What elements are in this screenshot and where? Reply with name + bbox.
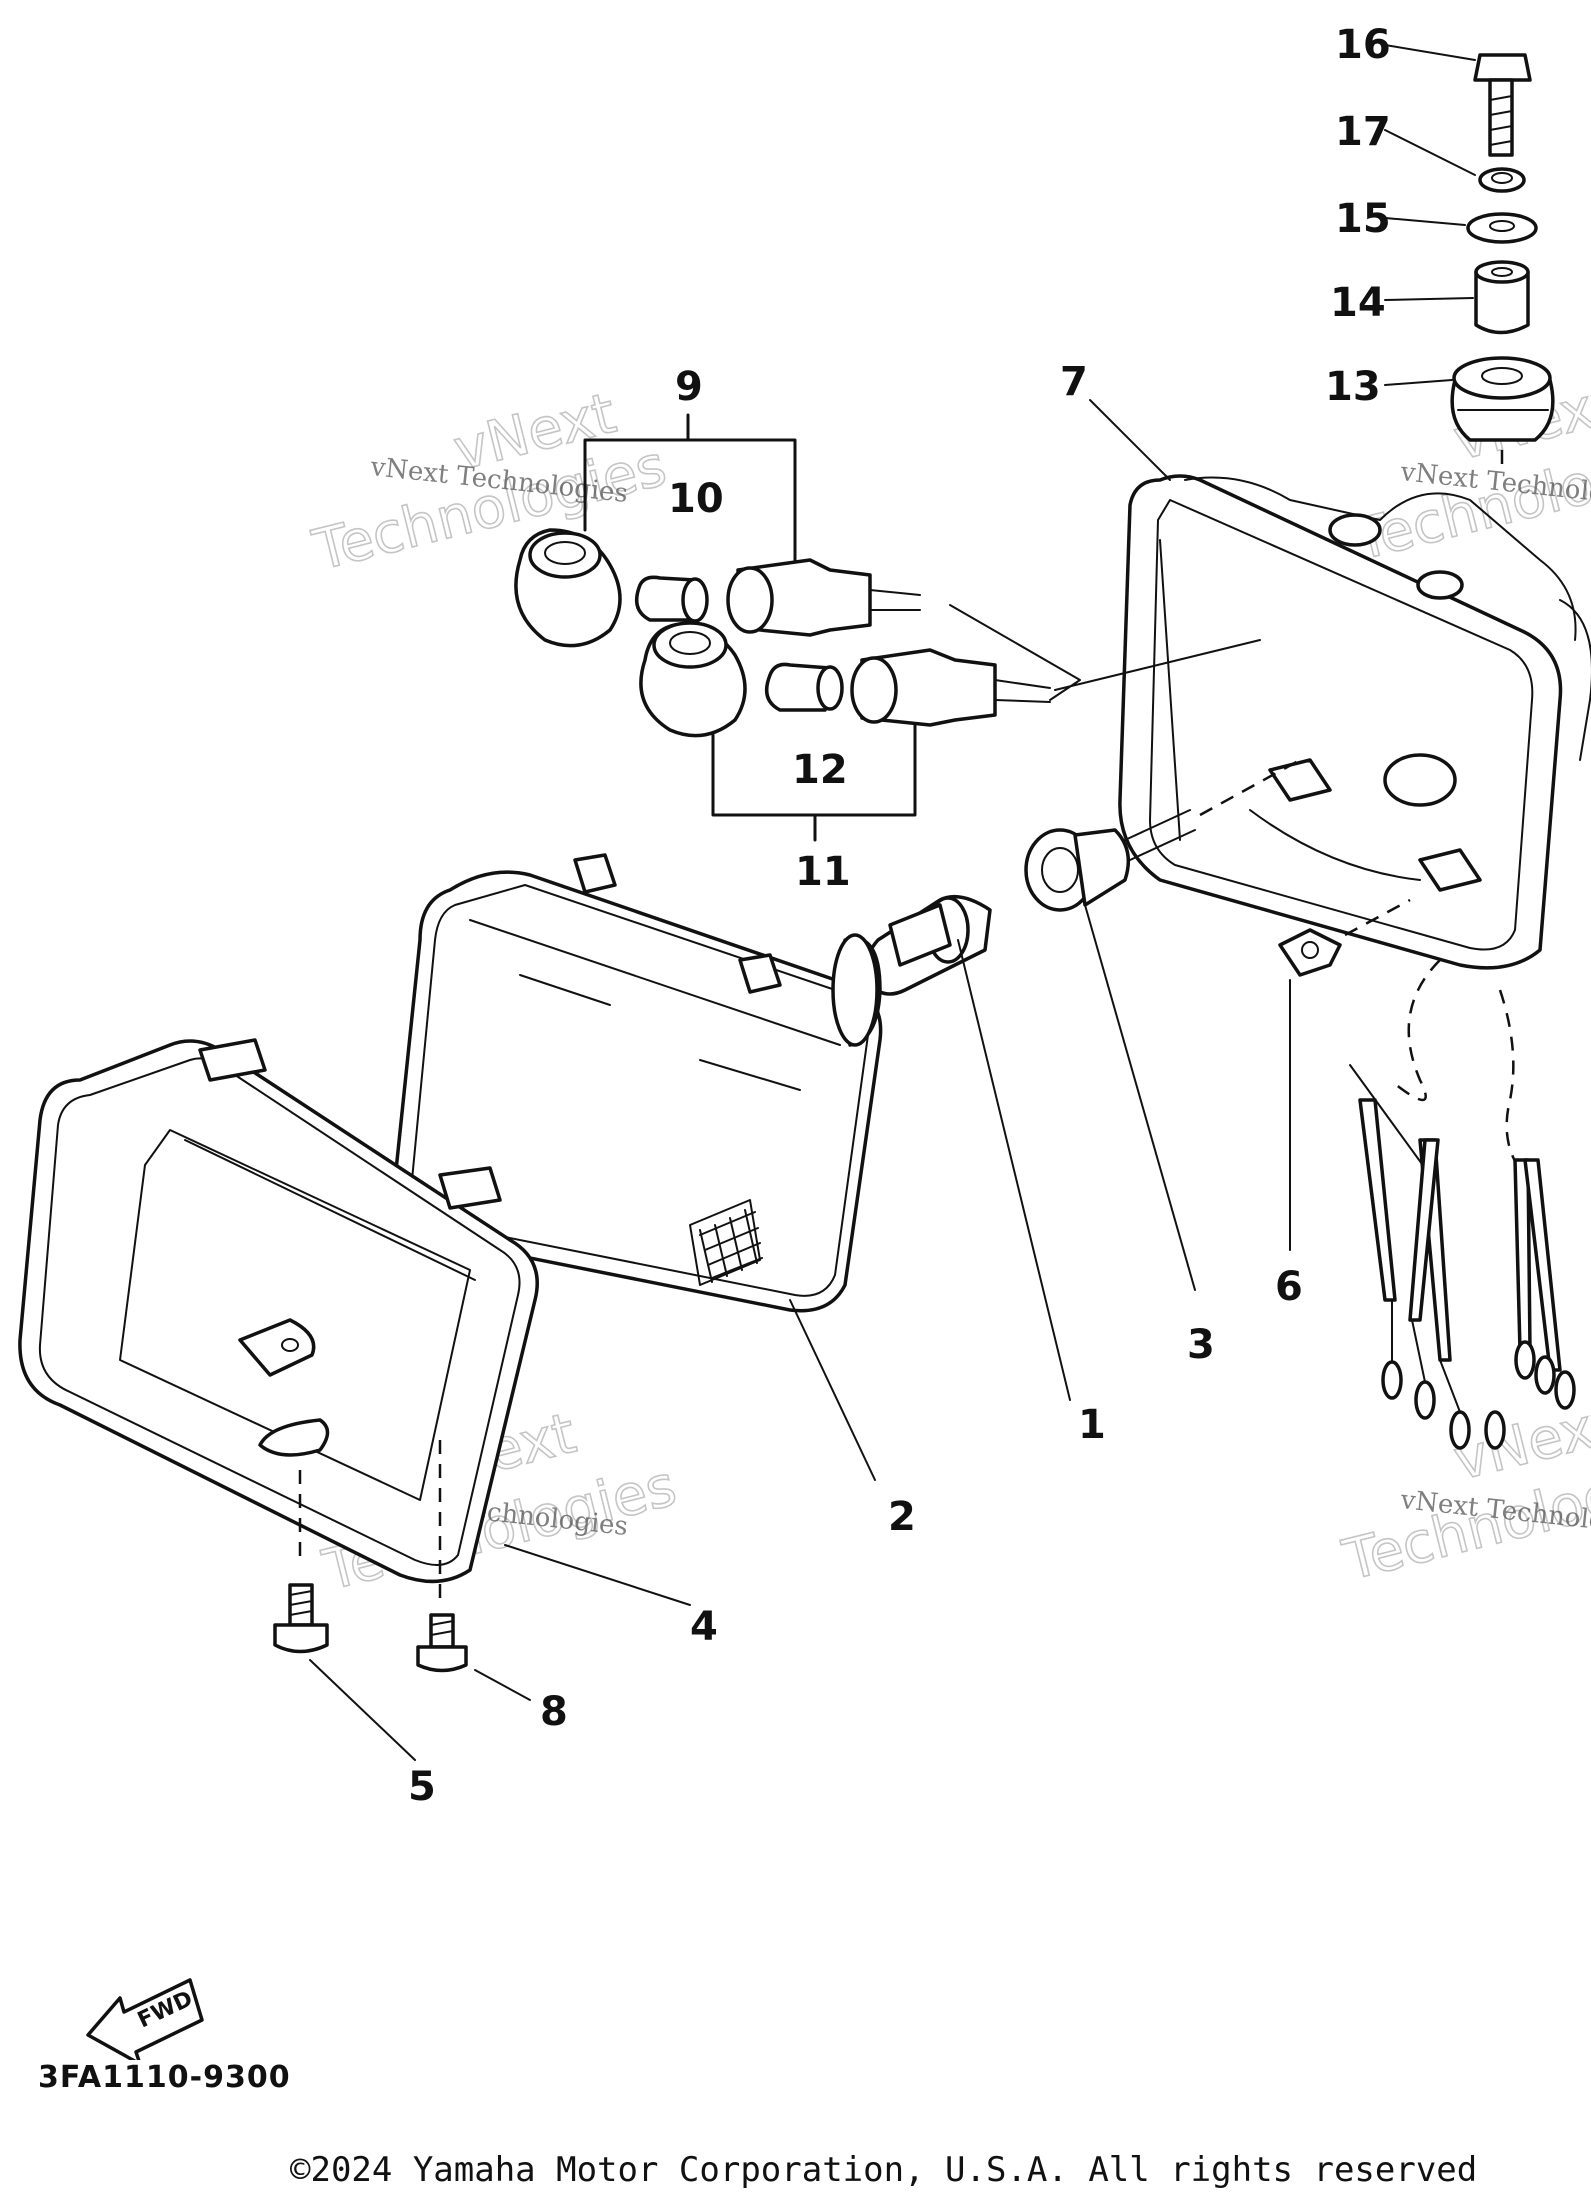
callout-11: 11 xyxy=(795,849,851,895)
wire-leads xyxy=(1349,959,1576,1450)
callout-2: 2 xyxy=(888,1494,916,1540)
forward-arrow-icon: FWD xyxy=(86,1978,204,2060)
screw-5 xyxy=(273,1583,329,1654)
headlight-bulb-group xyxy=(864,758,1301,996)
screw-8 xyxy=(416,1613,468,1673)
part-4-rim xyxy=(18,1038,539,1600)
callout-10: 10 xyxy=(668,476,724,522)
callout-13: 13 xyxy=(1325,364,1381,410)
copyright-notice: ©2024 Yamaha Motor Corporation, U.S.A. A… xyxy=(290,2150,1478,2190)
callout-15: 15 xyxy=(1335,196,1391,242)
callout-16: 16 xyxy=(1335,22,1391,68)
callout-9: 9 xyxy=(675,364,703,410)
callout-12: 12 xyxy=(792,747,848,793)
mount-hardware-stack xyxy=(1450,53,1555,470)
callout-1: 1 xyxy=(1078,1402,1106,1448)
part-6-clip xyxy=(1278,898,1411,977)
position-lamp-group xyxy=(514,413,1261,842)
diagram-part-code: 3FA1110-9300 xyxy=(38,2060,291,2095)
part-7-housing xyxy=(1118,474,1591,970)
callout-6: 6 xyxy=(1275,1264,1303,1310)
callout-8: 8 xyxy=(540,1689,568,1735)
callout-14: 14 xyxy=(1330,280,1386,326)
callout-4: 4 xyxy=(690,1604,718,1650)
callout-labels: 16 17 15 14 13 7 9 10 12 11 6 3 1 2 4 8 … xyxy=(408,22,1391,1810)
leader-lines xyxy=(309,44,1476,1761)
part-2-headlight-unit xyxy=(393,853,883,1313)
callout-5: 5 xyxy=(408,1764,436,1810)
callout-17: 17 xyxy=(1335,109,1391,155)
callout-7: 7 xyxy=(1060,359,1088,405)
callout-3: 3 xyxy=(1187,1322,1215,1368)
mesh-patch xyxy=(689,1199,763,1286)
